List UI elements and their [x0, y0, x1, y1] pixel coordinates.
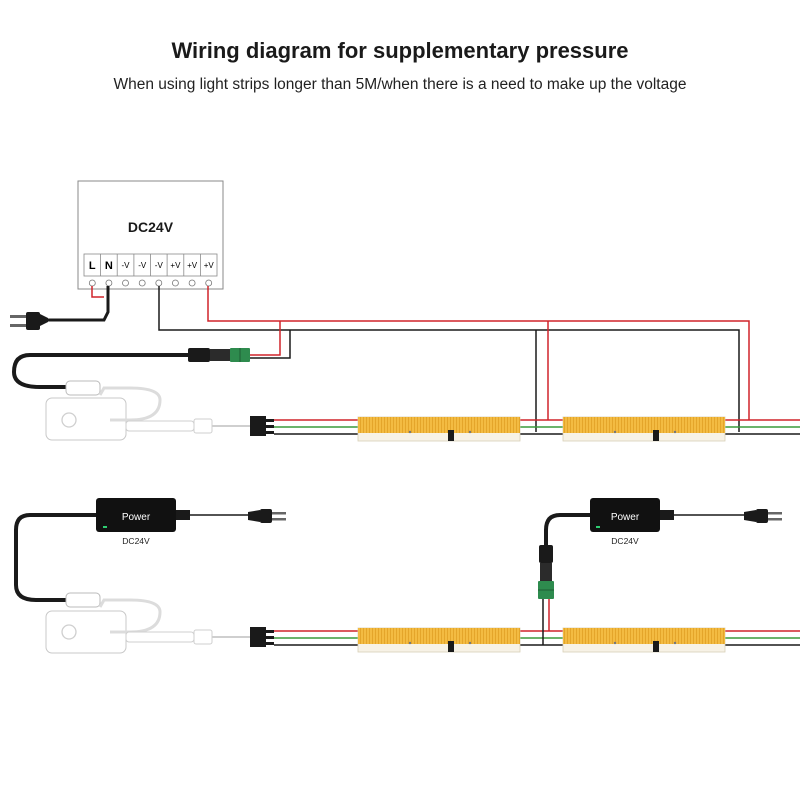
terminal-label-l: L [89, 260, 96, 272]
terminal-labels: L N -V -V -V +V +V +V [89, 254, 214, 276]
controller-cable [11, 353, 188, 389]
terminal-label-neg1: -V [122, 261, 131, 270]
diagram-subtitle: When using light strips longer than 5M/w… [113, 76, 687, 93]
jst-connector [250, 627, 274, 647]
led-controller [45, 592, 250, 654]
plug-icon [248, 509, 286, 523]
led-strip-segment [357, 416, 521, 442]
led-strip-segment [357, 627, 521, 653]
plug-icon [744, 509, 782, 523]
psu-voltage-label: DC24V [128, 219, 174, 235]
diagram-title: Wiring diagram for supplementary pressur… [171, 38, 629, 63]
led-strip-segment [562, 416, 726, 442]
terminal-label-pos1: +V [170, 261, 181, 270]
led-controller [45, 380, 250, 441]
terminal-label-pos2: +V [187, 261, 198, 270]
power-adapter-voltage: DC24V [611, 536, 639, 546]
adapter-cable [544, 513, 590, 545]
terminal-label-neg3: -V [155, 261, 164, 270]
power-adapter-label: Power [122, 512, 151, 523]
injection-wires [542, 599, 550, 645]
adapter-cable [14, 513, 96, 602]
terminal-label-neg2: -V [138, 261, 147, 270]
power-adapter-voltage: DC24V [122, 536, 150, 546]
power-adapter-label: Power [611, 512, 640, 523]
power-supply-box: DC24V L N -V -V -V +V +V +V [77, 180, 224, 290]
jst-connector [250, 416, 274, 436]
dc-connector [188, 348, 250, 362]
power-adapter: Power DC24V [590, 498, 744, 546]
plug-icon [10, 312, 48, 330]
top-wires [40, 286, 750, 432]
led-strip-segment [562, 627, 726, 653]
dc-connector [538, 545, 554, 599]
terminal-label-pos3: +V [204, 261, 215, 270]
power-adapter: Power DC24V [96, 498, 248, 546]
terminal-label-n: N [105, 260, 113, 272]
